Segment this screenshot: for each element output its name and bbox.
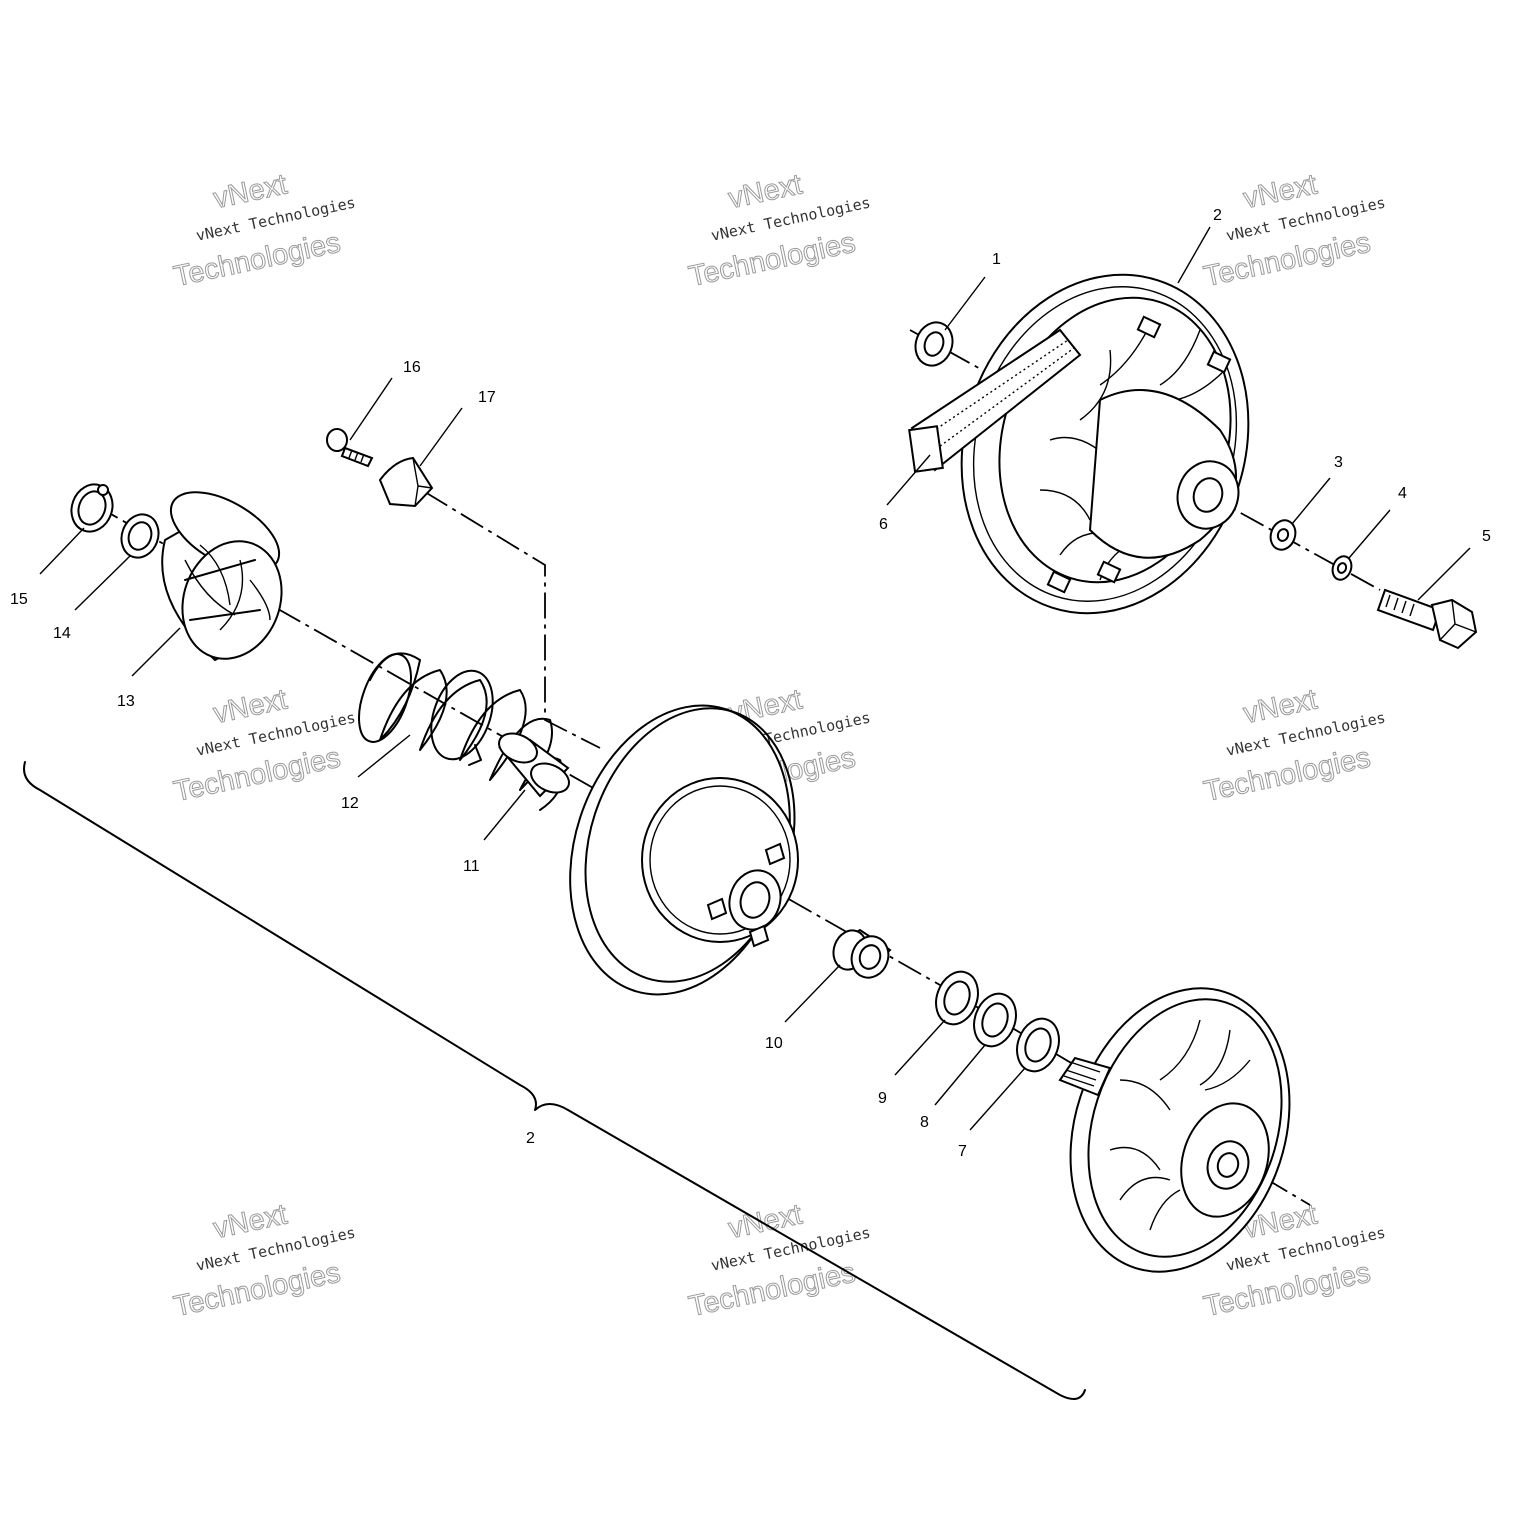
watermark: vNext vNext Technologies Technologies <box>686 168 873 294</box>
screw-part-16 <box>326 428 374 468</box>
callout-2: 2 <box>1213 207 1222 224</box>
svg-text:vNext: vNext <box>211 168 290 215</box>
washer-part-3 <box>1269 519 1297 551</box>
callout-bracket-2: 2 <box>526 1130 535 1147</box>
lock-washer-part-4 <box>1331 555 1353 581</box>
washer-part-8 <box>973 992 1017 1048</box>
bushing-part-11 <box>498 732 570 798</box>
callout-9: 9 <box>878 1090 887 1107</box>
assembly-bracket <box>23 761 1086 1400</box>
callout-5: 5 <box>1482 528 1491 545</box>
watermark: vNext vNext Technologies Technologies <box>171 683 358 809</box>
svg-text:vNext: vNext <box>211 683 290 730</box>
watermark: vNext vNext Technologies Technologies <box>1201 168 1388 294</box>
watermark: vNext vNext Technologies Technologies <box>171 1198 358 1324</box>
button-part-17 <box>378 456 434 508</box>
washer-part-9 <box>935 970 979 1026</box>
callout-17: 17 <box>478 389 496 406</box>
watermark: vNext vNext Technologies Technologies <box>1201 683 1388 809</box>
callout-15: 15 <box>10 591 28 608</box>
callout-11: 11 <box>463 858 480 875</box>
watermark: vNext vNext Technologies Technologies <box>686 1198 873 1324</box>
svg-text:vNext: vNext <box>211 1198 290 1245</box>
watermark: vNext vNext Technologies Technologies <box>171 168 358 294</box>
callout-13: 13 <box>117 693 135 710</box>
snap-ring-part-15 <box>70 483 114 533</box>
bushing-part-10 <box>832 928 892 979</box>
callout-8: 8 <box>920 1114 929 1131</box>
callout-4: 4 <box>1398 485 1407 502</box>
callout-16: 16 <box>403 359 421 376</box>
movable-sheave <box>569 704 799 996</box>
callout-7: 7 <box>958 1143 967 1160</box>
callout-3: 3 <box>1334 454 1343 471</box>
leader-lines <box>39 226 1471 1131</box>
drive-sheave-part-2 <box>908 273 1250 615</box>
stationary-sheave <box>1058 987 1291 1273</box>
callout-10: 10 <box>765 1035 783 1052</box>
callout-12: 12 <box>341 795 359 812</box>
svg-text:vNext: vNext <box>1241 683 1320 730</box>
svg-text:vNext: vNext <box>726 1198 805 1245</box>
callout-1: 1 <box>992 251 1001 268</box>
cam-part-13 <box>161 491 283 662</box>
washer-part-1 <box>914 321 954 367</box>
svg-text:vNext: vNext <box>726 168 805 215</box>
svg-text:vNext: vNext <box>1241 168 1320 215</box>
spring-part-12 <box>358 652 564 811</box>
callout-14: 14 <box>53 625 71 642</box>
callout-6: 6 <box>879 516 888 533</box>
washer-part-7 <box>1016 1017 1060 1073</box>
bolt-part-5 <box>1376 588 1478 650</box>
callout-labels: 1 2 3 4 5 6 7 8 9 10 11 12 13 14 15 16 1… <box>10 207 1491 1160</box>
washer-part-14 <box>120 513 160 559</box>
